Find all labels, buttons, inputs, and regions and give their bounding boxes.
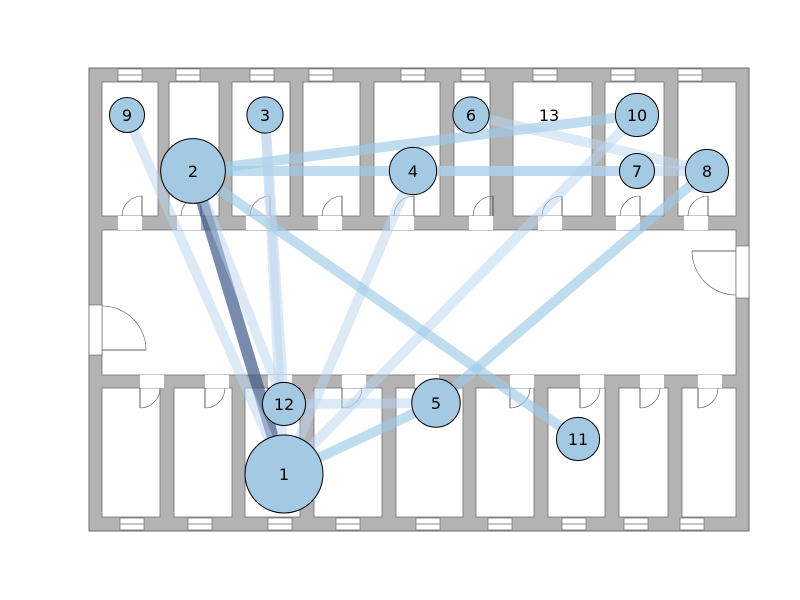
corridor xyxy=(101,229,737,376)
node-1: 1 xyxy=(244,434,324,514)
bottom-room xyxy=(101,387,161,518)
door-swing xyxy=(321,195,343,217)
bottom-room xyxy=(173,387,233,518)
edge-6-8 xyxy=(469,110,709,176)
edge-5-8 xyxy=(432,167,711,407)
node-10-circle xyxy=(614,92,660,138)
node-13: 13 xyxy=(539,106,559,125)
door-swing xyxy=(204,387,226,409)
node-11-label: 11 xyxy=(568,430,588,449)
door-opening xyxy=(580,375,604,388)
node-10: 10 xyxy=(614,92,660,138)
door-swing xyxy=(472,195,494,217)
node-6-label: 6 xyxy=(466,106,476,125)
node-5: 5 xyxy=(411,378,461,428)
node-6: 6 xyxy=(452,96,490,134)
exterior-door-opening xyxy=(88,304,103,356)
node-7-circle xyxy=(618,152,656,190)
node-10-label: 10 xyxy=(627,106,647,125)
door-swing xyxy=(619,195,641,217)
door-opening xyxy=(684,216,708,230)
edge-3-12 xyxy=(260,114,289,405)
node-12: 12 xyxy=(261,381,307,427)
exterior-door-opening xyxy=(735,245,750,299)
bottom-room xyxy=(618,387,669,518)
door-opening xyxy=(205,375,229,388)
node-3-label: 3 xyxy=(260,106,270,125)
node-2-label: 2 xyxy=(188,162,198,181)
node-5-label: 5 xyxy=(431,394,441,413)
floor-plan xyxy=(88,67,750,532)
node-8: 8 xyxy=(684,148,730,194)
node-9: 9 xyxy=(108,96,146,134)
door-opening xyxy=(538,216,562,230)
door-opening xyxy=(616,216,640,230)
door-opening xyxy=(140,375,164,388)
bottom-room xyxy=(681,387,737,518)
node-9-circle xyxy=(108,96,146,134)
top-room xyxy=(512,81,593,217)
node-1-circle xyxy=(244,434,324,514)
node-12-label: 12 xyxy=(274,395,294,414)
door-opening xyxy=(118,216,142,230)
node-1-label: 1 xyxy=(279,465,289,484)
node-12-circle xyxy=(261,381,307,427)
node-13-label: 13 xyxy=(539,106,559,125)
door-opening xyxy=(640,375,664,388)
node-6-circle xyxy=(452,96,490,134)
node-4-circle xyxy=(388,146,438,196)
door-opening xyxy=(177,216,201,230)
edge-2-12 xyxy=(188,169,289,406)
node-5-circle xyxy=(411,378,461,428)
node-3: 3 xyxy=(246,96,284,134)
edge-1-9 xyxy=(122,112,289,477)
door-swing xyxy=(639,387,661,409)
node-4-label: 4 xyxy=(408,162,418,181)
door-swing xyxy=(121,195,143,217)
node-4: 4 xyxy=(388,146,438,196)
node-7-label: 7 xyxy=(632,162,642,181)
node-2-circle xyxy=(160,138,226,204)
node-8-label: 8 xyxy=(702,162,712,181)
door-opening xyxy=(698,375,722,388)
edge-12-5 xyxy=(283,398,437,409)
node-7: 7 xyxy=(618,152,656,190)
node-8-circle xyxy=(684,148,730,194)
edge-2-11 xyxy=(190,166,581,444)
node-9-label: 9 xyxy=(122,106,132,125)
door-opening xyxy=(510,375,534,388)
exterior-door-swing xyxy=(101,305,147,351)
door-opening xyxy=(342,375,366,388)
door-swing xyxy=(697,387,719,409)
door-swing xyxy=(687,195,709,217)
node-3-circle xyxy=(246,96,284,134)
door-swing xyxy=(579,387,601,409)
node-11: 11 xyxy=(555,416,601,462)
door-opening xyxy=(469,216,493,230)
door-opening xyxy=(318,216,342,230)
edge-1-4 xyxy=(279,169,418,476)
door-swing xyxy=(139,387,161,409)
exterior-door-swing xyxy=(691,250,737,296)
node-11-circle xyxy=(555,416,601,462)
node-2: 2 xyxy=(160,138,226,204)
